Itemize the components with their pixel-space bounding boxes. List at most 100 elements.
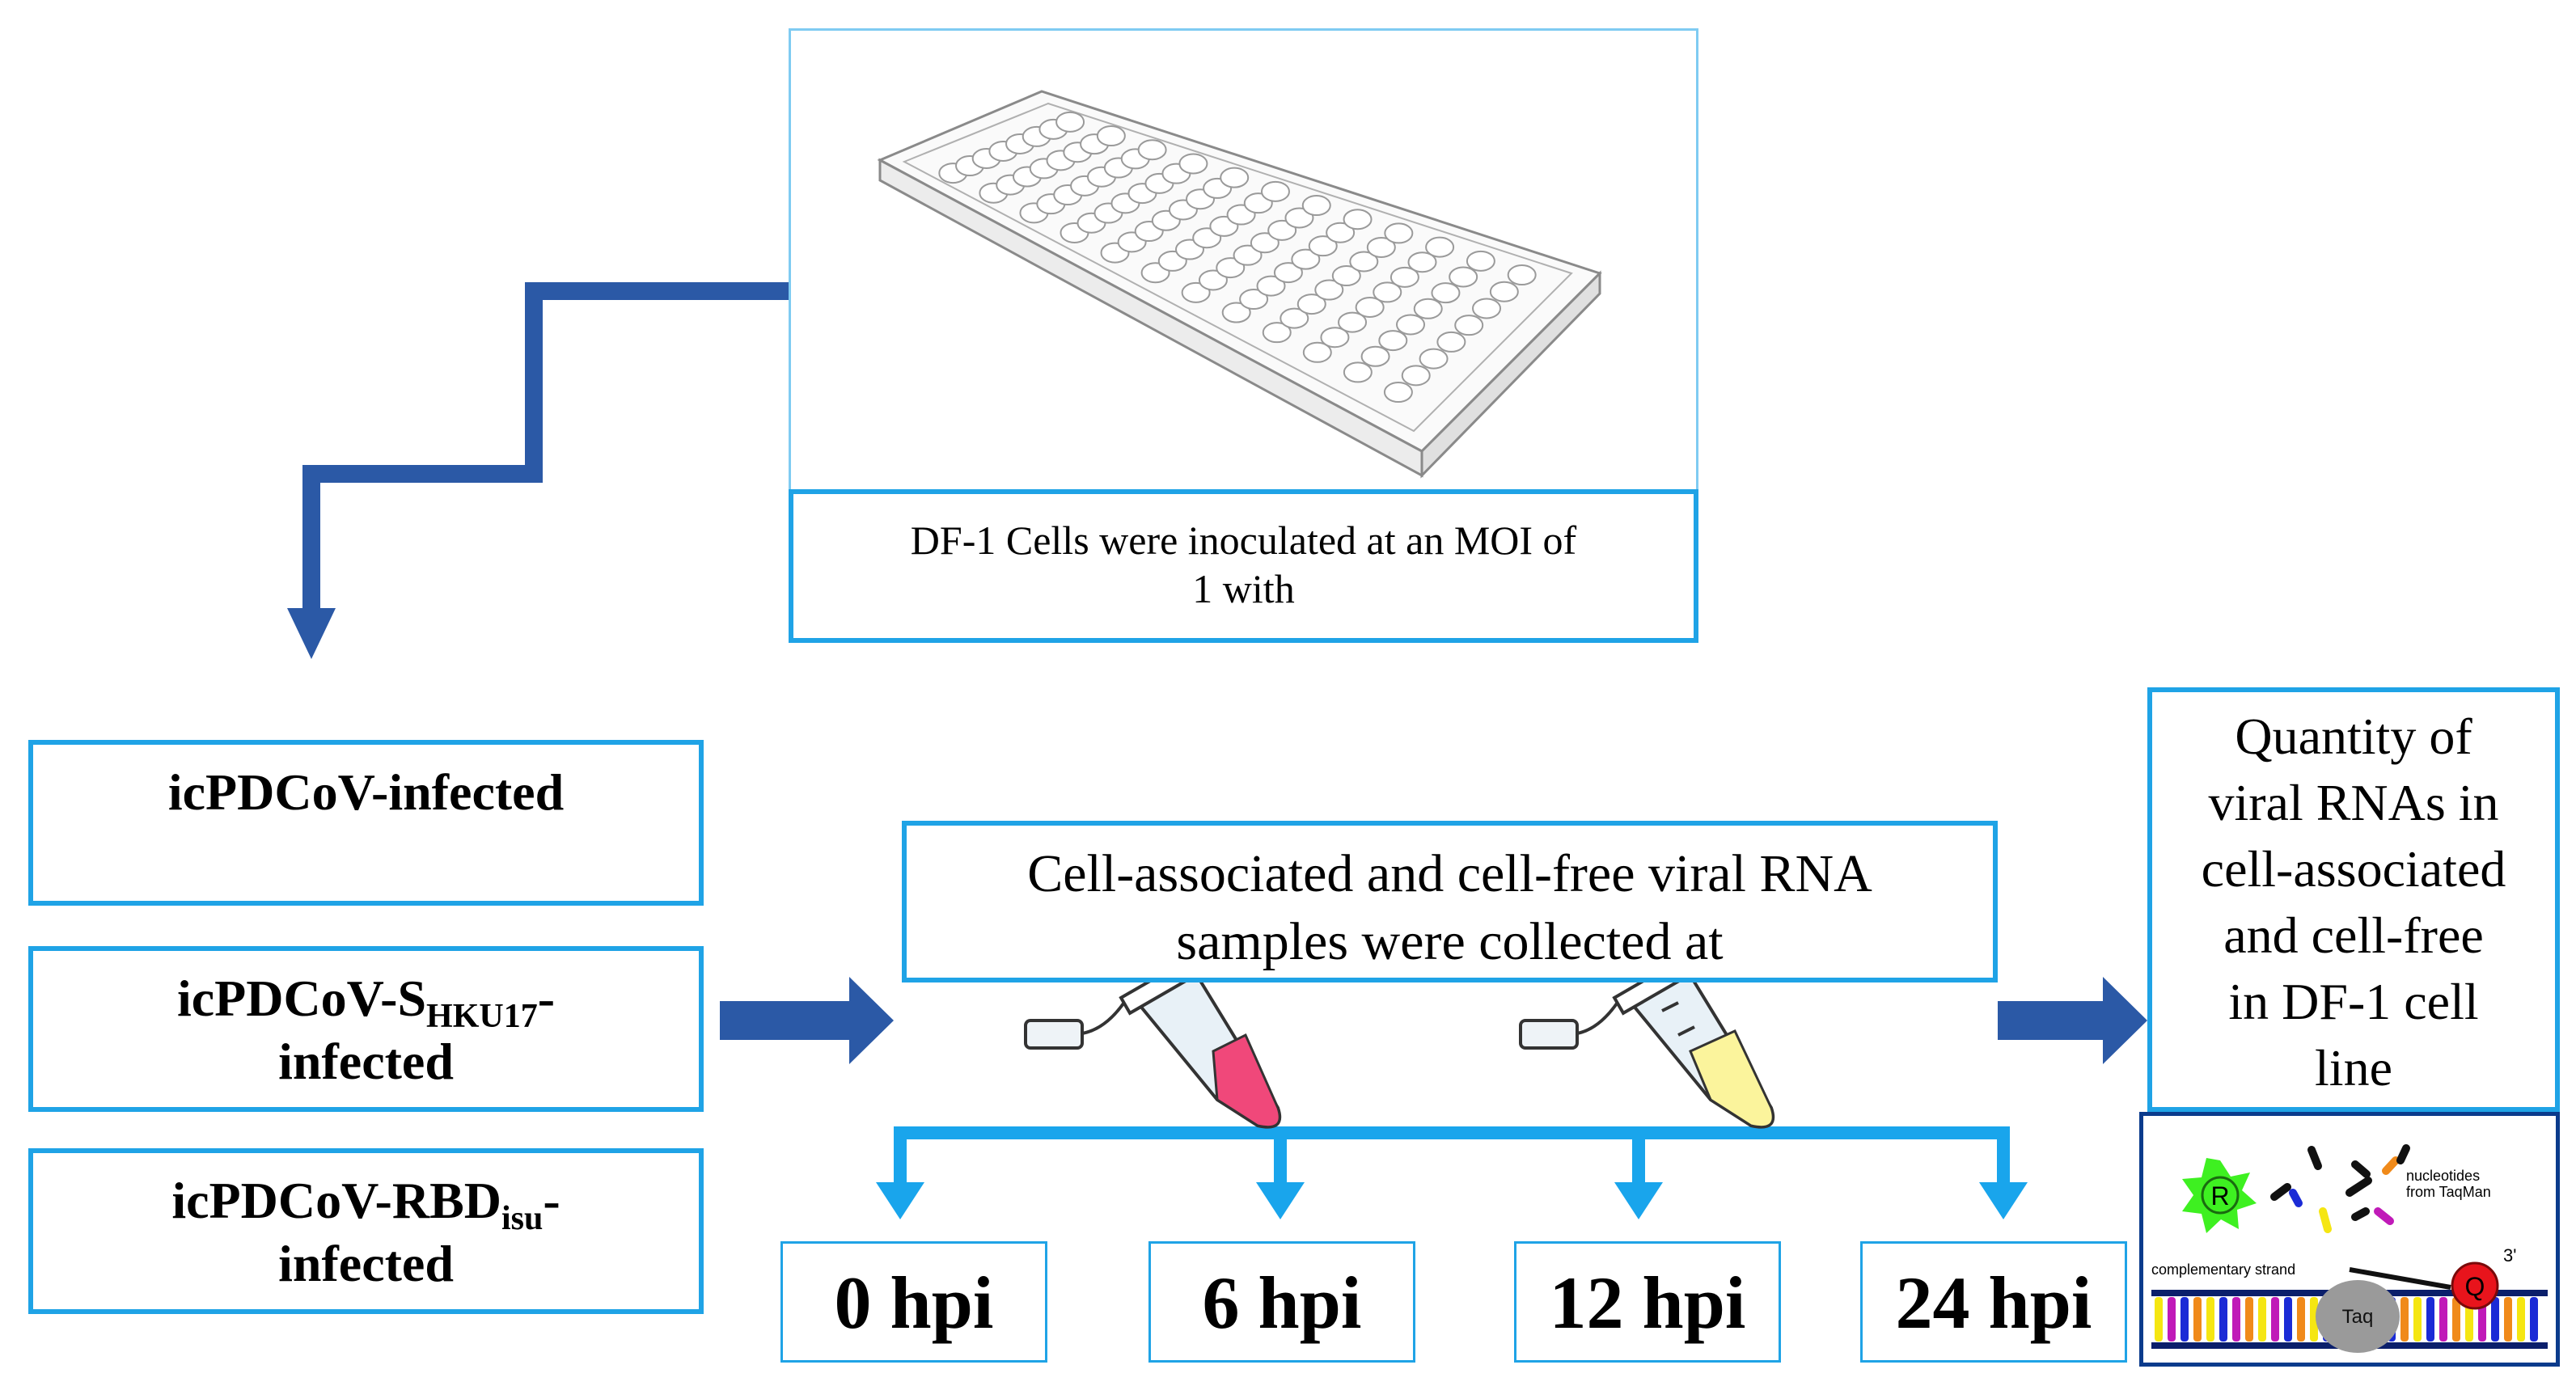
plate-well — [1472, 298, 1502, 319]
plate-well — [1355, 297, 1385, 319]
plate-well — [1273, 262, 1303, 284]
virus-base: icPDCoV-RBD — [171, 1172, 501, 1229]
plate-well — [1384, 222, 1414, 244]
plate-well — [1239, 289, 1269, 311]
plate-well — [1489, 281, 1519, 302]
plate-well — [1378, 330, 1408, 352]
plate-well — [1262, 322, 1292, 344]
plate-well — [1407, 251, 1437, 273]
taqman-box: R nucleotides from TaqMan complementary … — [2139, 1112, 2560, 1367]
dna-base-pair — [2284, 1297, 2292, 1342]
collection-text-line1: Cell-associated and cell-free viral RNA — [1027, 844, 1872, 903]
plate-well — [1314, 279, 1344, 301]
dna-base-pair — [2245, 1297, 2253, 1342]
dna-base-pair — [2400, 1297, 2409, 1342]
plate-well — [1308, 235, 1338, 257]
dna-base-pair — [2258, 1297, 2266, 1342]
virus-base: icPDCoV-S — [176, 970, 427, 1027]
virus-tail: - — [543, 1172, 560, 1229]
taqman-illustration: R nucleotides from TaqMan complementary … — [2151, 1144, 2548, 1353]
nucleotides-label-2: from TaqMan — [2406, 1184, 2491, 1200]
plate-well — [1137, 139, 1167, 161]
timepoint-box: 6 hpi — [1148, 1241, 1415, 1363]
plate-well — [1349, 251, 1379, 273]
plate-well — [1338, 311, 1368, 333]
virus-label-line2: infected — [278, 1235, 454, 1292]
stair-arrow-line — [302, 282, 789, 615]
inoculation-text-line2: 1 with — [1192, 566, 1295, 611]
virus-sub: isu — [501, 1199, 544, 1237]
inoculation-box: DF-1 Cells were inoculated at an MOI of … — [789, 489, 1698, 643]
taq-label: Taq — [2342, 1306, 2374, 1328]
quencher-end-label: 3' — [2503, 1245, 2516, 1266]
plate-well — [1280, 307, 1309, 329]
plate-well — [1373, 281, 1402, 303]
inoculation-text-line1: DF-1 Cells were inoculated at an MOI of — [910, 518, 1577, 563]
timepoint-box: 24 hpi — [1860, 1241, 2127, 1363]
timeline-bar — [894, 1126, 2010, 1139]
taq-enzyme-icon — [2316, 1280, 2400, 1353]
tube-icon-yellow — [1519, 957, 1775, 1129]
plate-well — [1096, 125, 1126, 147]
timepoint-label: 12 hpi — [1549, 1261, 1746, 1344]
collection-text-line2: samples were collected at — [1176, 912, 1724, 971]
result-line: line — [2315, 1039, 2392, 1097]
plate-well — [1401, 365, 1431, 387]
plate-well — [1055, 111, 1085, 133]
plate-well — [1198, 269, 1228, 291]
quencher-label: Q — [2465, 1272, 2485, 1301]
stair-arrow-head — [287, 608, 336, 659]
virus-box-rbdisu: icPDCoV-RBDisu- infected — [28, 1148, 704, 1314]
result-line: viral RNAs in — [2208, 774, 2499, 831]
virus-label-line1: icPDCoV-SHKU17- — [33, 969, 699, 1036]
result-line: Quantity of — [2235, 708, 2472, 765]
plate-well — [1221, 302, 1251, 323]
virus-box-shku17: icPDCoV-SHKU17- infected — [28, 946, 704, 1112]
quencher-icon — [2451, 1261, 2499, 1310]
dna-base-pair — [2491, 1297, 2499, 1342]
dna-base-pair — [2297, 1297, 2305, 1342]
result-line: cell-associated — [2201, 840, 2506, 898]
timeline-drops — [876, 1126, 2028, 1219]
timepoint-label: 24 hpi — [1895, 1261, 2092, 1344]
dna-base-pair — [2206, 1297, 2214, 1342]
plate-well — [1267, 219, 1297, 241]
dna-base-pair — [2271, 1297, 2279, 1342]
plate-well — [1284, 207, 1314, 229]
plate-well — [1396, 314, 1426, 336]
dna-base-pair — [2310, 1297, 2318, 1342]
plate-well — [1302, 341, 1332, 363]
virus-box-icpdcov: icPDCoV-infected — [28, 740, 704, 906]
plate-well — [1181, 281, 1211, 303]
collection-box: Cell-associated and cell-free viral RNA … — [902, 821, 1998, 982]
plate-well — [1178, 153, 1208, 175]
strand-label: complementary strand — [2151, 1261, 2295, 1278]
dna-base-pair — [2426, 1297, 2434, 1342]
plate-well — [1220, 167, 1250, 188]
plate-well — [1326, 222, 1356, 243]
virus-label-line1: icPDCoV-RBDisu- — [33, 1171, 699, 1238]
tube-icon-pink — [1024, 957, 1282, 1129]
dna-base-pair — [2439, 1297, 2447, 1342]
plate-well — [1343, 209, 1373, 230]
dna-base-pair — [2155, 1297, 2163, 1342]
plate-well — [1454, 315, 1484, 336]
plate-well — [1296, 294, 1326, 315]
timepoint-box: 12 hpi — [1514, 1241, 1781, 1363]
dna-base-pair — [2504, 1297, 2512, 1342]
timepoint-label: 6 hpi — [1202, 1261, 1362, 1344]
plate-well — [1507, 264, 1537, 286]
plate-well — [1291, 248, 1321, 270]
plate-well — [1436, 331, 1466, 353]
dna-base-pair — [2168, 1297, 2176, 1342]
virus-label-line2: infected — [278, 1033, 454, 1090]
timepoint-label: 0 hpi — [834, 1261, 994, 1344]
plate-well — [1233, 244, 1263, 266]
dna-base-pair — [2530, 1297, 2538, 1342]
dna-base-pair — [2232, 1297, 2240, 1342]
plate-well — [1390, 266, 1419, 288]
result-line: and cell-free — [2223, 906, 2484, 964]
arrow-to-result — [1998, 977, 2147, 1064]
plate-well — [1383, 382, 1413, 404]
dna-base-pair — [2193, 1297, 2202, 1342]
